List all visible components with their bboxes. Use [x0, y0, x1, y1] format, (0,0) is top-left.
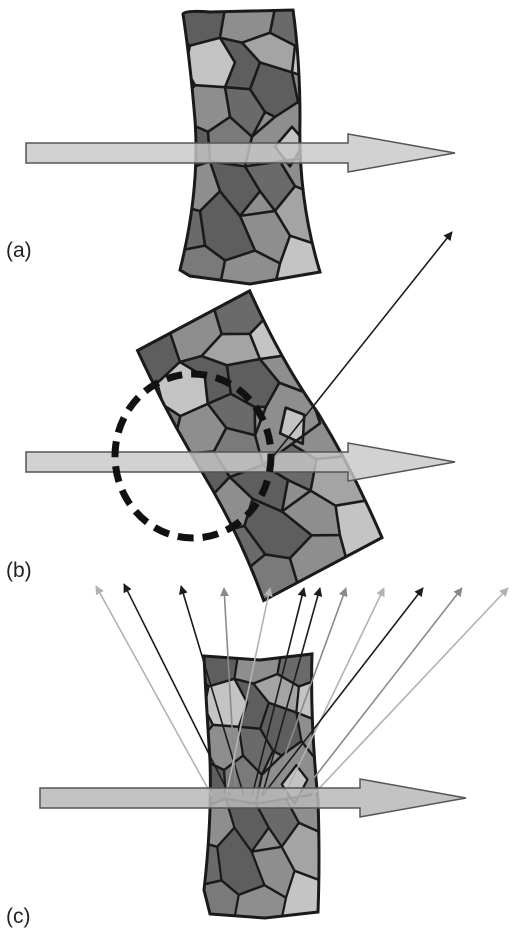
polycrystal-sample-a: [178, 8, 322, 286]
panel-label-b: (b): [6, 559, 32, 582]
diffracted-ray-11: [299, 587, 463, 797]
panel-a: [25, 8, 456, 286]
diffracted-ray-9: [283, 587, 385, 797]
diffracted-ray-fan: [95, 583, 509, 797]
diffracted-ray-6: [251, 587, 307, 797]
diffracted-ray-5: [225, 587, 273, 797]
incident-beam-arrow-c: [39, 778, 467, 818]
diffracted-ray-12: [311, 587, 509, 797]
diffracted-ray-2: [123, 583, 231, 797]
diffracted-ray-10: [261, 587, 424, 797]
debye-ring: [111, 370, 275, 542]
diffracted-ray-8: [269, 587, 348, 797]
panel-label-a: (a): [6, 239, 32, 262]
polycrystal-sample-c: [202, 652, 321, 920]
incident-beam-arrow-b: [25, 442, 456, 482]
polycrystal-sample-b: [132, 288, 386, 603]
panel-b: [25, 231, 456, 603]
diffracted-ray-7: [261, 587, 323, 797]
panel-c: [39, 583, 509, 920]
diffracted-ray-1: [95, 585, 213, 797]
diffracted-ray-b: [271, 231, 453, 459]
panel-label-c: (c): [6, 905, 31, 928]
incident-beam-arrow-a: [25, 133, 456, 173]
